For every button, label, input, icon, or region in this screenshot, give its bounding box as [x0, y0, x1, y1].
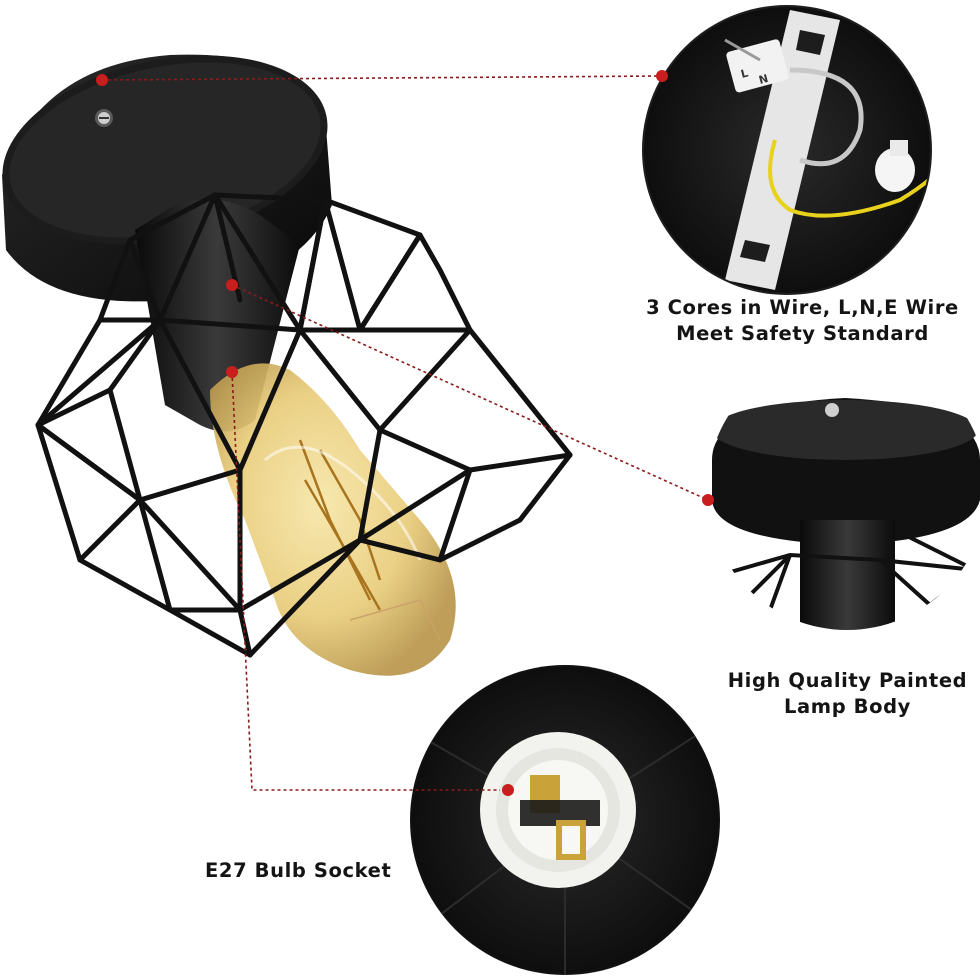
body-callout-line1: High Quality Painted [727, 669, 968, 692]
lamp-body-detail-circle [707, 350, 980, 630]
e27-socket-icon [480, 732, 636, 888]
canopy-screw-icon [825, 403, 839, 417]
wire-callout-caption: 3 Cores in Wire, L,N,E Wire Meet Safety … [630, 295, 975, 347]
wire-callout-line1: 3 Cores in Wire, L,N,E Wire [646, 296, 959, 319]
neutral-wire-icon [789, 67, 864, 167]
callout-dots [96, 70, 714, 796]
socket-callout-caption: E27 Bulb Socket [205, 858, 391, 884]
edison-bulb-icon [210, 363, 456, 676]
wire-callout-line2: Meet Safety Standard [676, 322, 929, 345]
mounting-screw-icon [95, 109, 113, 127]
main-lamp [2, 54, 573, 676]
callout-leaders [101, 75, 709, 791]
body-callout-caption: High Quality Painted Lamp Body [715, 668, 980, 720]
body-callout-line2: Lamp Body [784, 695, 911, 718]
mounting-bracket-icon [725, 10, 840, 290]
wiring-detail-circle: L N [642, 5, 932, 295]
neutral-terminal-label: N [757, 72, 769, 87]
socket-callout-label: E27 Bulb Socket [205, 859, 392, 882]
live-terminal-label: L [739, 67, 749, 81]
wire-cage-icon [35, 192, 573, 658]
earth-wire-icon [768, 139, 930, 218]
socket-detail-circle [410, 665, 720, 975]
